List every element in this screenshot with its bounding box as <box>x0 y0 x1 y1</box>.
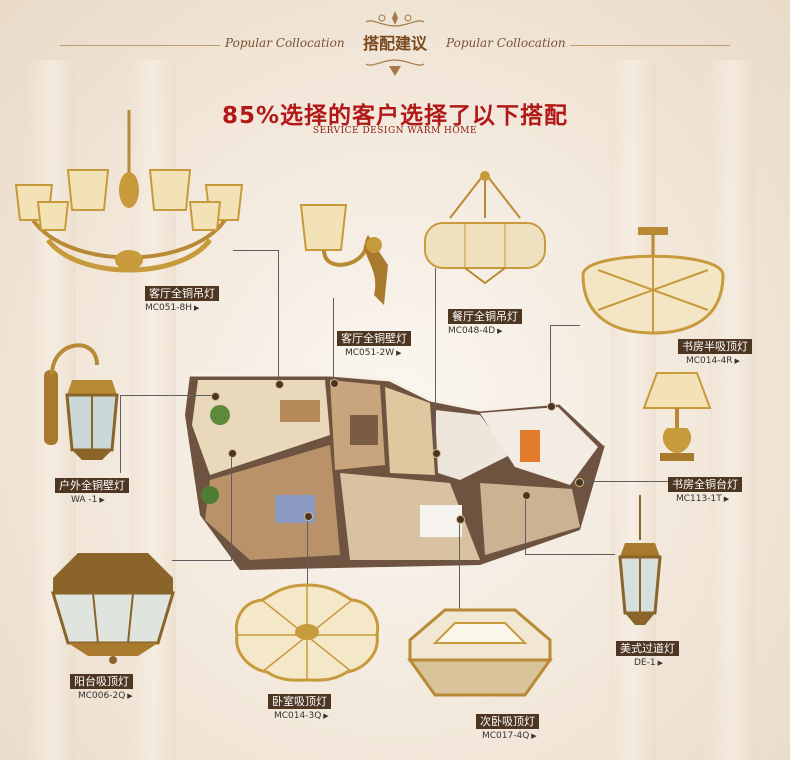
product-model: MC017-4Q <box>482 731 530 741</box>
outdoor-lantern-icon <box>44 343 119 460</box>
play-arrow-icon: ▶ <box>323 712 329 720</box>
product-name: 书房全铜台灯 <box>668 477 742 492</box>
play-arrow-icon: ▶ <box>497 327 503 335</box>
play-arrow-icon: ▶ <box>657 659 663 667</box>
product-tag[interactable]: 书房全铜台灯 MC113-1T▶ <box>668 473 742 505</box>
product-name: 户外全铜壁灯 <box>55 478 129 493</box>
product-tag[interactable]: 美式过道灯 DE-1▶ <box>616 637 679 669</box>
banner-title: 85%选择的客户选择了以下搭配 <box>221 103 569 129</box>
floor-plan-image <box>185 373 607 570</box>
play-arrow-icon: ▶ <box>723 495 730 503</box>
product-tag[interactable]: 卧室吸顶灯 MC014-3Q▶ <box>268 690 331 722</box>
product-tag[interactable]: 次卧吸顶灯 MC017-4Q▶ <box>476 710 539 742</box>
product-tag[interactable]: 书房半吸顶灯 MC014-4R▶ <box>678 335 752 367</box>
product-tag[interactable]: 客厅全铜壁灯 MC051-2W▶ <box>337 327 411 359</box>
product-tag[interactable]: 阳台吸顶灯 MC006-2Q▶ <box>70 670 133 702</box>
play-arrow-icon: ▶ <box>193 304 200 312</box>
chandelier-icon <box>14 110 244 273</box>
product-model: WA -1 <box>71 495 98 505</box>
product-tag[interactable]: 餐厅全铜吊灯 MC048-4D▶ <box>448 305 522 337</box>
product-model: MC048-4D <box>448 326 496 336</box>
product-name: 餐厅全铜吊灯 <box>448 309 522 324</box>
product-name: 美式过道灯 <box>616 641 679 656</box>
top-ornament-icon <box>365 11 425 27</box>
product-model: MC006-2Q <box>78 691 126 701</box>
product-model: MC051-8H <box>145 303 192 313</box>
bottom-ornament-icon <box>365 59 425 76</box>
product-model: MC014-3Q <box>274 711 322 721</box>
header-en-right: Popular Collocation <box>446 36 566 50</box>
product-name: 客厅全铜吊灯 <box>145 286 219 301</box>
product-name: 阳台吸顶灯 <box>70 674 133 689</box>
pendant-drum-icon <box>424 171 546 285</box>
banner-subtitle: SERVICE DESIGN WARM HOME <box>312 126 478 136</box>
octagon-ceiling-icon <box>50 553 176 664</box>
product-model: DE-1 <box>634 658 656 668</box>
product-name: 卧室吸顶灯 <box>268 694 331 709</box>
play-arrow-icon: ▶ <box>99 496 105 504</box>
product-model: MC051-2W <box>345 348 395 358</box>
octagon-flush-ceiling-icon <box>407 608 553 697</box>
semi-flush-ceiling-icon <box>581 227 725 335</box>
hallway-lantern-icon <box>618 495 662 625</box>
header-rule-right <box>570 45 730 46</box>
play-arrow-icon: ▶ <box>531 732 537 740</box>
flower-ceiling-icon <box>234 583 380 682</box>
product-name: 客厅全铜壁灯 <box>337 331 411 346</box>
play-arrow-icon: ▶ <box>127 692 133 700</box>
product-name: 书房半吸顶灯 <box>678 339 752 354</box>
product-tag[interactable]: 户外全铜壁灯 WA -1▶ <box>55 474 129 506</box>
header-en-left: Popular Collocation <box>225 36 345 50</box>
product-tag[interactable]: 客厅全铜吊灯 MC051-8H▶ <box>145 282 219 314</box>
table-lamp-icon <box>642 372 712 461</box>
wall-sconce-icon <box>299 204 388 305</box>
header-rule-left <box>60 45 220 46</box>
play-arrow-icon: ▶ <box>734 357 740 365</box>
product-name: 次卧吸顶灯 <box>476 714 539 729</box>
header-title: 搭配建议 <box>362 34 427 53</box>
product-model: MC014-4R <box>686 356 733 366</box>
product-model: MC113-1T <box>676 494 722 504</box>
play-arrow-icon: ▶ <box>396 349 402 357</box>
